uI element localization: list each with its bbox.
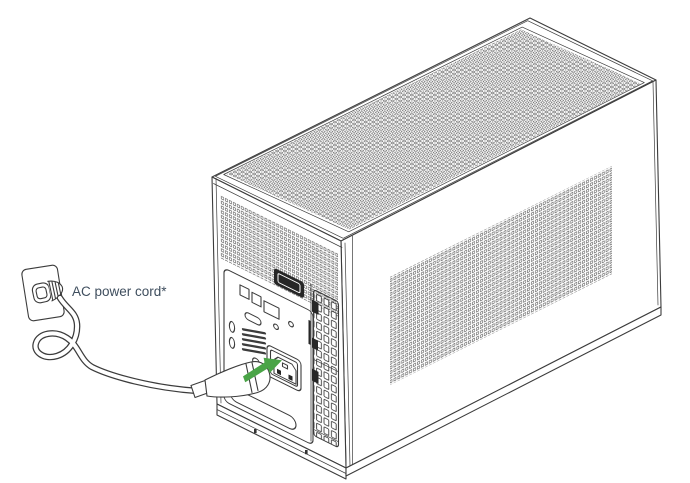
screw <box>288 320 294 328</box>
ac-power-cord-label: AC power cord* <box>72 284 167 299</box>
gpu-port <box>312 368 319 384</box>
gpu-port <box>312 337 318 351</box>
rear-top-chamfer-line <box>213 183 343 248</box>
audio-jack <box>228 320 236 333</box>
skirt-clip-mark <box>254 429 257 434</box>
gpu-port <box>308 319 311 345</box>
gpu-port <box>312 299 319 315</box>
rear-left-edge-line <box>215 178 222 404</box>
video-port <box>244 312 262 326</box>
side-vent-panel <box>390 166 612 385</box>
rear-vent-band <box>220 195 338 317</box>
top-vent-border <box>223 26 645 233</box>
top-panel-chamfer-line <box>215 20 653 239</box>
inlet-pin <box>277 368 281 376</box>
usb-port <box>239 284 250 300</box>
vent-slot <box>274 268 304 298</box>
skirt-clip-mark <box>305 450 308 455</box>
inlet-pin <box>288 374 293 381</box>
power-cord <box>32 294 202 395</box>
vent-grille <box>241 328 267 355</box>
power-inlet <box>266 345 302 392</box>
screw <box>273 323 279 331</box>
rear-io-panel <box>223 268 340 448</box>
top-vent-panel <box>226 29 641 230</box>
side-rear-edge-line <box>652 81 659 306</box>
insert-arrow-icon <box>243 357 282 383</box>
corner-edge-line <box>344 242 351 467</box>
base-skirt <box>216 306 662 480</box>
expansion-slot-brackets <box>308 283 340 448</box>
lan-port <box>263 300 280 320</box>
usb-port <box>251 291 262 308</box>
audio-jack <box>228 336 236 349</box>
